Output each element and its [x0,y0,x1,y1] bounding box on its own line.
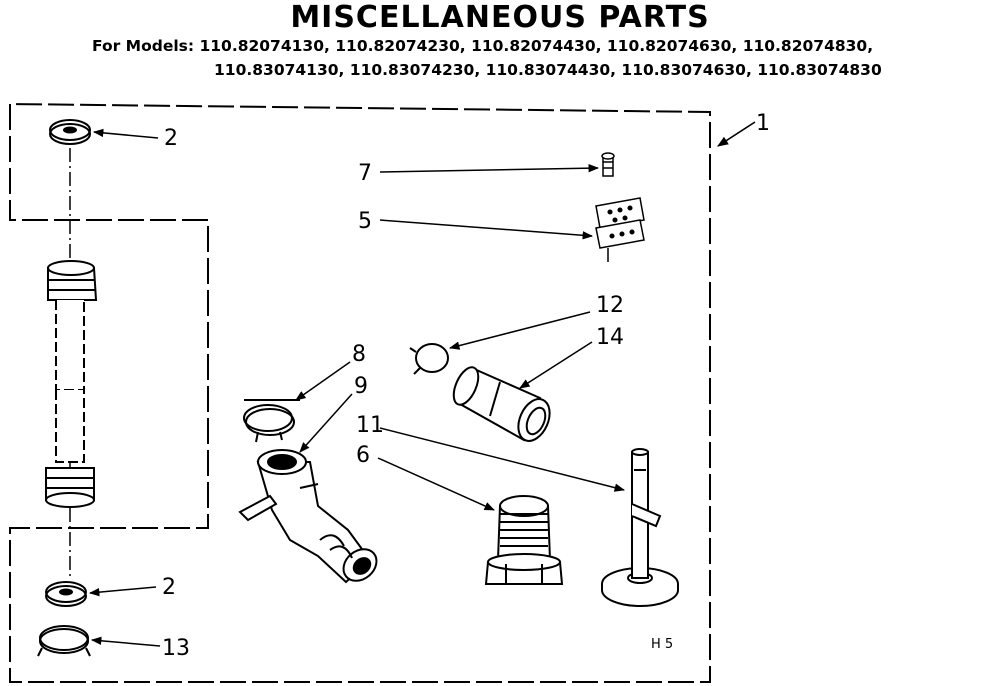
callout-8: 8 [352,342,366,367]
leader-12 [448,311,591,350]
leader-9 [299,393,353,453]
leader-2-bottom [88,586,157,597]
leader-1 [717,121,756,147]
callout-6: 6 [356,443,370,468]
leader-5 [379,219,594,240]
callout-14: 14 [596,325,624,350]
leader-6 [377,457,495,511]
leader-8 [295,361,351,401]
washer-top-part [49,119,91,145]
models-line-2: 110.83074130, 110.83074230, 110.83074430… [214,61,882,79]
leader-13 [90,636,161,647]
callout-5: 5 [358,209,372,234]
bushing-6-part [484,495,564,585]
callout-11: 11 [356,413,384,438]
leader-14 [519,341,593,389]
callout-12: 12 [596,293,624,318]
hose-assembly-part [45,260,98,508]
callout-1: 1 [756,111,770,136]
leveling-leg-11-part [601,448,679,607]
leader-2-top [92,128,159,139]
callout-13: 13 [162,636,190,661]
callout-9: 9 [354,374,368,399]
washer-bottom-part [45,581,87,607]
callout-2-top: 2 [164,126,178,151]
models-line-1: For Models: 110.82074130, 110.82074230, … [92,37,874,55]
elbow-hose-9-part [238,449,378,584]
kit-boundary [9,103,711,683]
leader-11 [379,427,626,492]
clamp-13-part [37,625,91,657]
connector-14-part [452,366,551,442]
callout-2-bottom: 2 [162,575,176,600]
diagram-code: H 5 [651,637,673,652]
screw-7-part [601,152,615,177]
bracket-5-part [595,197,645,262]
diagram-title: MISCELLANEOUS PARTS [290,0,710,35]
clamp-8-part [243,399,300,443]
leader-7 [379,163,600,173]
callout-7: 7 [358,161,372,186]
clamp-12-part [409,343,449,375]
